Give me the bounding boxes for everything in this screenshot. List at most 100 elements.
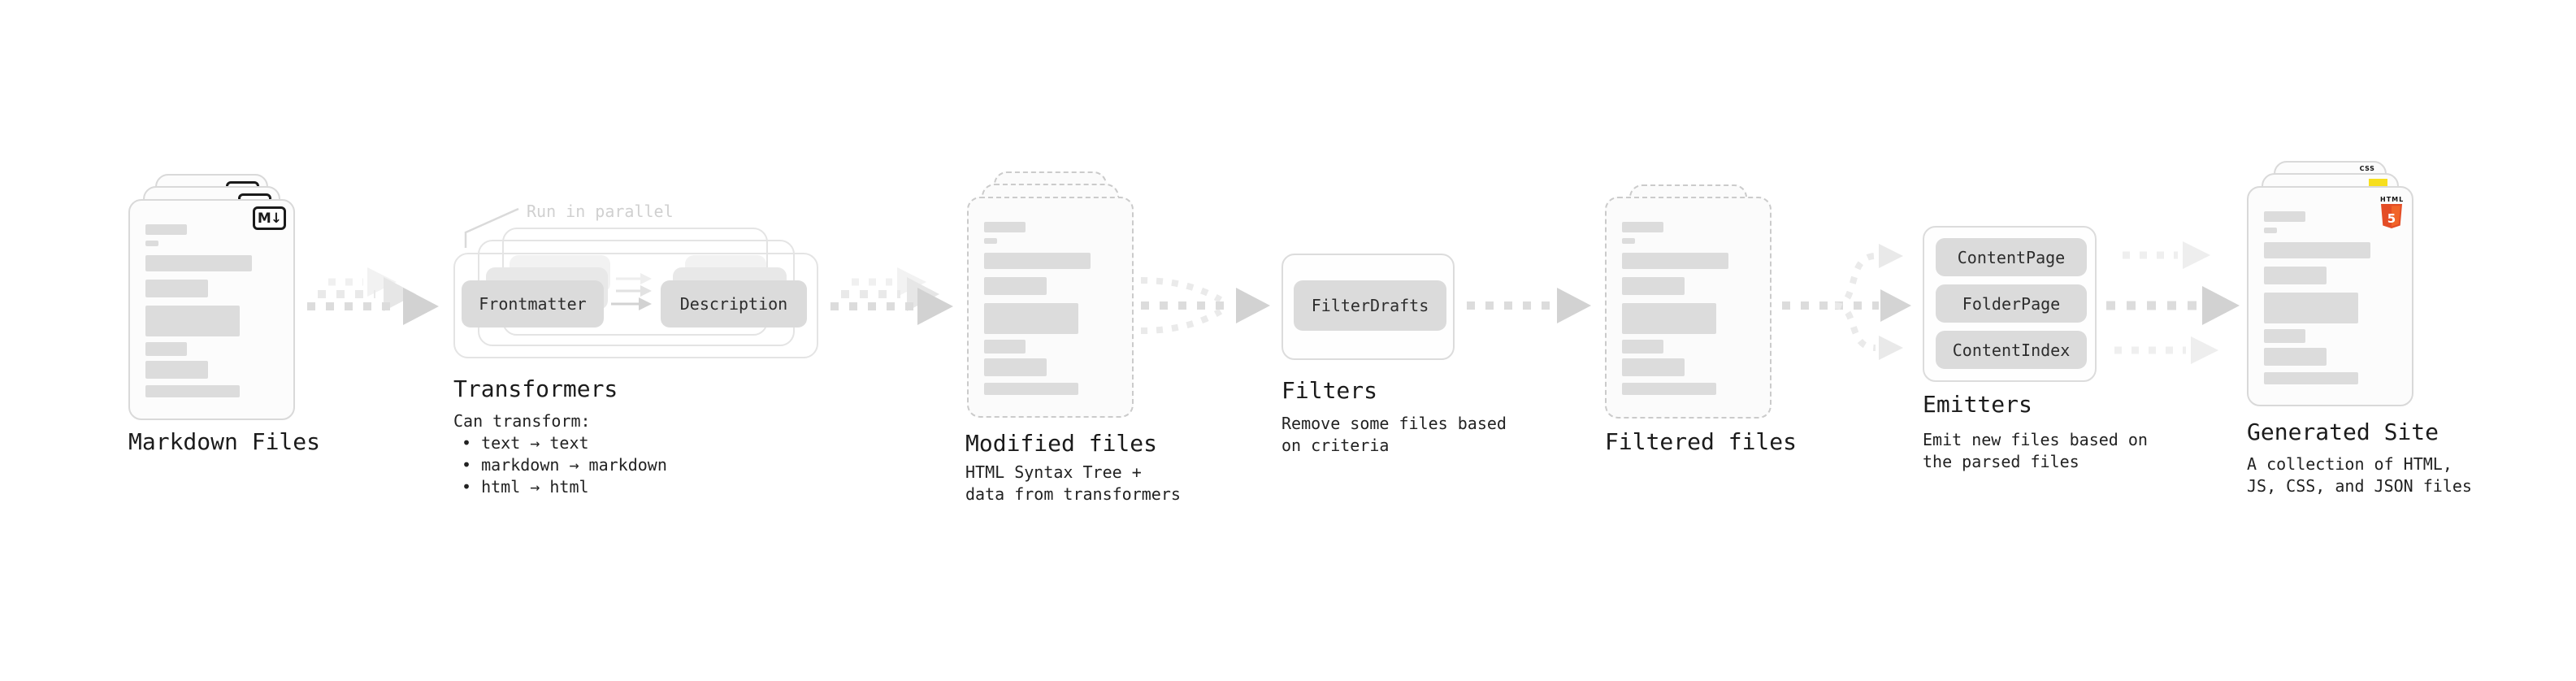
- caption-line: HTML Syntax Tree +: [965, 462, 1142, 482]
- text-line-placeholder: [984, 303, 1079, 334]
- stage-label-transformers: Transformers: [453, 375, 618, 402]
- emitter-box-contentpage: ContentPage: [1936, 238, 2087, 276]
- text-line-placeholder: [1622, 277, 1685, 295]
- document-text-placeholder: [2264, 211, 2397, 390]
- transformers-caption: Can transform: • text → text • markdown …: [453, 410, 667, 498]
- document-text-placeholder: [1622, 222, 1755, 401]
- caption-line: data from transformers: [965, 484, 1181, 504]
- transformer-group-outline-front: [453, 253, 818, 358]
- filter-box-label: FilterDrafts: [1311, 296, 1429, 315]
- markdown-icon-text: M↓: [257, 210, 282, 227]
- text-line-placeholder: [1622, 340, 1663, 354]
- text-line-placeholder: [984, 358, 1047, 376]
- text-line-placeholder: [145, 342, 187, 356]
- text-line-placeholder: [2264, 329, 2305, 343]
- caption-bullet: • html → html: [462, 477, 589, 497]
- stage-markdown-files: M↓ M↓ M↓: [128, 174, 323, 426]
- text-line-placeholder: [2264, 211, 2305, 222]
- stage-label-generated-site: Generated Site: [2247, 419, 2439, 445]
- document-text-placeholder: [145, 224, 279, 403]
- emitter-box-label: ContentIndex: [1952, 340, 2071, 360]
- run-in-parallel-annotation: Run in parallel: [527, 202, 674, 221]
- generated-site-caption: A collection of HTML, JS, CSS, and JSON …: [2247, 453, 2472, 497]
- arrow-transformers-to-modified: [830, 267, 953, 325]
- transformer-box-label: Frontmatter: [479, 294, 587, 314]
- arrow-filters-to-filtered: [1467, 288, 1591, 323]
- text-line-placeholder: [1622, 238, 1636, 244]
- text-line-placeholder: [1622, 358, 1685, 376]
- document-card-front: [967, 197, 1134, 418]
- transformer-box-frontmatter: Frontmatter: [462, 280, 604, 327]
- css-icon-text: CSS: [2359, 165, 2375, 172]
- transformer-box-label: Description: [679, 294, 788, 314]
- caption-line: on criteria: [1281, 436, 1390, 455]
- emitters-caption: Emit new files based on the parsed files: [1923, 429, 2148, 473]
- arrow-markdown-to-transformers: [307, 267, 439, 325]
- document-card-front: M↓: [128, 199, 295, 420]
- caption-line: Remove some files based: [1281, 414, 1507, 433]
- document-card-front: [1605, 197, 1772, 419]
- caption-bullet: • markdown → markdown: [462, 455, 667, 475]
- text-line-placeholder: [2264, 242, 2371, 258]
- modified-files-caption: HTML Syntax Tree + data from transformer…: [965, 462, 1181, 505]
- filters-container-box: FilterDrafts: [1281, 254, 1455, 360]
- emitter-box-label: FolderPage: [1962, 293, 2061, 314]
- stage-label-emitters: Emitters: [1923, 391, 2032, 418]
- filter-box-filterdrafts: FilterDrafts: [1294, 280, 1446, 331]
- stage-label-markdown-files: Markdown Files: [128, 428, 321, 455]
- text-line-placeholder: [984, 383, 1079, 395]
- text-line-placeholder: [984, 222, 1026, 232]
- html5-shield: 5: [2381, 204, 2402, 228]
- arrow-filtered-to-emitters-fanout: [1782, 244, 1911, 360]
- markdown-icon: M↓: [253, 206, 286, 230]
- text-line-placeholder: [1622, 303, 1717, 334]
- text-line-placeholder: [984, 253, 1091, 269]
- text-line-placeholder: [1622, 383, 1717, 395]
- arrow-modified-to-filters-converge: [1140, 277, 1270, 334]
- html5-icon-number: 5: [2387, 211, 2396, 226]
- text-line-placeholder: [145, 361, 209, 379]
- emitter-box-contentindex: ContentIndex: [1936, 331, 2087, 369]
- document-card-front-html: HTML 5: [2247, 186, 2413, 406]
- transformer-step-arrows: [611, 273, 652, 310]
- html5-icon: HTML 5: [2380, 196, 2403, 232]
- text-line-placeholder: [984, 238, 998, 244]
- arrow-emitters-to-site: [2106, 241, 2240, 364]
- transformer-box-description: Description: [661, 280, 807, 327]
- text-line-placeholder: [2264, 348, 2327, 366]
- stage-label-filtered-files: Filtered files: [1605, 428, 1798, 455]
- emitter-box-folderpage: FolderPage: [1936, 284, 2087, 323]
- emitter-box-label: ContentPage: [1957, 247, 2066, 267]
- html5-icon-word: HTML: [2380, 196, 2405, 203]
- text-line-placeholder: [145, 255, 253, 271]
- text-line-placeholder: [2264, 228, 2278, 233]
- emitters-container-box: ContentPage FolderPage ContentIndex: [1923, 226, 2097, 382]
- stage-label-filters: Filters: [1281, 377, 1378, 404]
- caption-line: JS, CSS, and JSON files: [2247, 476, 2472, 496]
- text-line-placeholder: [984, 277, 1047, 295]
- text-line-placeholder: [2264, 267, 2327, 284]
- run-in-parallel-callout-line: [464, 207, 519, 248]
- text-line-placeholder: [2264, 293, 2359, 323]
- text-line-placeholder: [2264, 372, 2359, 384]
- document-text-placeholder: [984, 222, 1117, 401]
- text-line-placeholder: [145, 224, 187, 235]
- caption-line: A collection of HTML,: [2247, 454, 2452, 474]
- stage-modified-files: [967, 171, 1162, 423]
- stage-generated-site: CSS HTML 5: [2247, 161, 2442, 413]
- text-line-placeholder: [145, 280, 209, 297]
- stage-label-modified-files: Modified files: [965, 430, 1158, 457]
- text-line-placeholder: [984, 340, 1026, 354]
- caption-bullet: • text → text: [462, 433, 589, 453]
- stage-filtered-files: [1605, 184, 1800, 428]
- text-line-placeholder: [1622, 253, 1729, 269]
- text-line-placeholder: [1622, 222, 1663, 232]
- text-line-placeholder: [145, 306, 241, 336]
- caption-line: Can transform:: [453, 411, 591, 431]
- caption-line: the parsed files: [1923, 452, 2079, 471]
- text-line-placeholder: [145, 385, 241, 397]
- text-line-placeholder: [145, 241, 159, 246]
- caption-line: Emit new files based on: [1923, 430, 2148, 449]
